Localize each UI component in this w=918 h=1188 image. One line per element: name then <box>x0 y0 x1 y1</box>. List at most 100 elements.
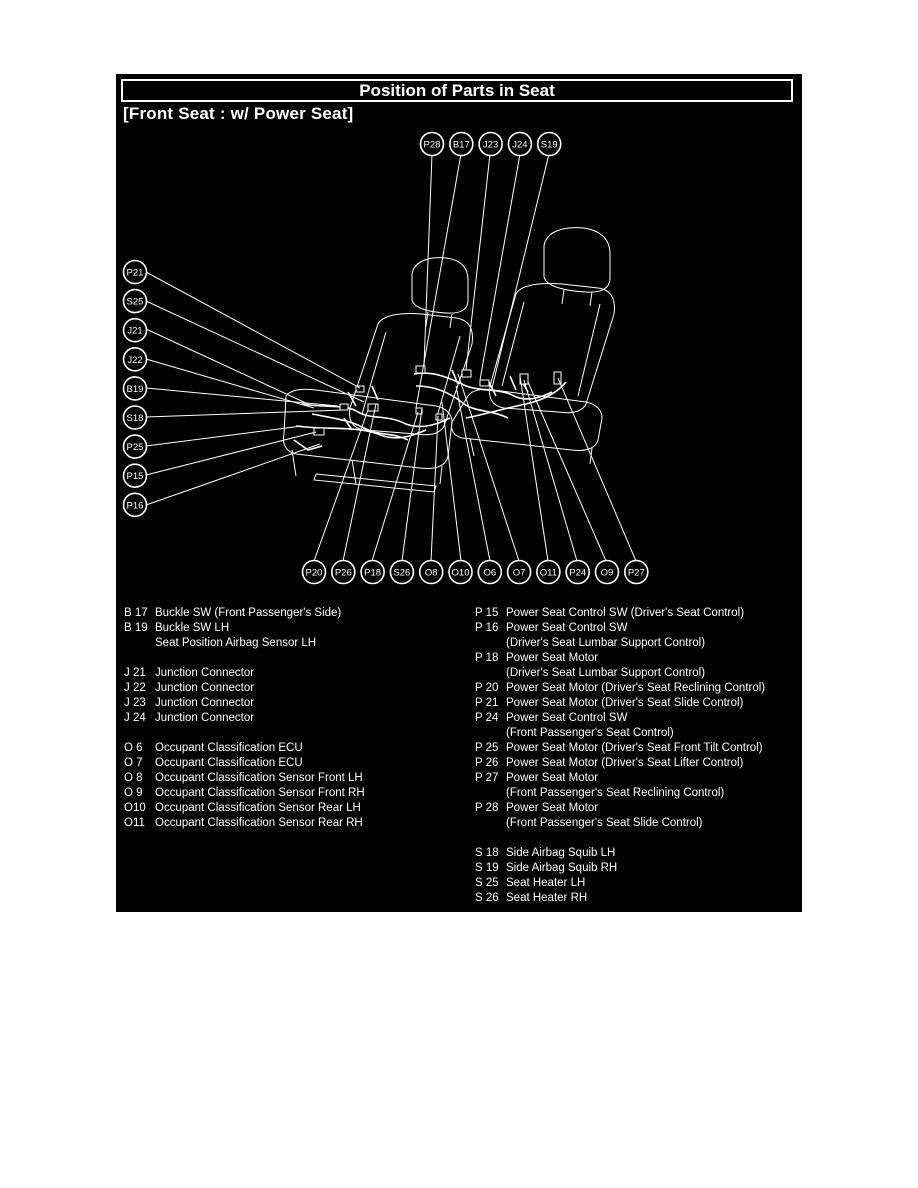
legend-description: (Driver's Seat Lumbar Support Control) <box>506 637 706 649</box>
legend-description: Power Seat Motor (Driver's Seat Reclinin… <box>506 682 766 694</box>
legend-code: O 8 <box>124 772 143 784</box>
callout-circle-p16 <box>122 492 148 518</box>
legend-row: P 18 Power Seat Motor <box>475 651 765 666</box>
legend-code: P 27 <box>475 772 499 784</box>
legend-row: S 25 Seat Heater LH <box>475 876 765 891</box>
legend-code <box>475 666 506 681</box>
legend-spacer <box>124 726 365 741</box>
callout-circle-o10 <box>448 559 473 585</box>
legend-description: Occupant Classification Sensor Rear RH <box>155 817 363 829</box>
callout-label-j21: J21 <box>127 326 142 337</box>
legend-code: J 24 <box>124 712 146 724</box>
callout-circle-o7 <box>506 559 532 585</box>
legend-row: (Front Passenger's Seat Control) <box>475 726 765 741</box>
callout-label-j23: J23 <box>483 140 498 151</box>
legend-code: J 23 <box>124 697 146 709</box>
legend-description: (Driver's Seat Lumbar Support Control) <box>506 667 706 679</box>
legend-row: (Driver's Seat Lumbar Support Control) <box>475 636 765 651</box>
callout-label-s25: S25 <box>127 297 144 308</box>
page-subtitle: [Front Seat : w/ Power Seat] <box>123 104 354 123</box>
legend-description: (Front Passenger's Seat Slide Control) <box>506 817 703 829</box>
legend-description: Occupant Classification ECU <box>155 757 303 769</box>
callout-label-p26: P26 <box>335 568 352 579</box>
callout-circle-p27 <box>623 559 649 585</box>
legend-description: Junction Connector <box>155 682 255 694</box>
right-headrest <box>543 227 611 293</box>
legend-row: B 19 Buckle SW LH <box>124 621 365 636</box>
legend-description: Occupant Classification Sensor Front RH <box>155 787 365 799</box>
legend-code: S 19 <box>475 862 499 874</box>
callout-label-o11: O11 <box>540 568 557 579</box>
callout-label-s18: S18 <box>127 413 144 424</box>
left-cushion <box>283 388 453 469</box>
legend-code: O 7 <box>124 757 143 769</box>
callout-circle-p18 <box>360 559 385 585</box>
leader-lines <box>145 153 637 562</box>
legend-description: Power Seat Motor <box>506 802 599 814</box>
callout-label-j24: J24 <box>512 140 527 151</box>
callout-circle-o9 <box>594 559 620 585</box>
legend-code: B 19 <box>124 622 148 634</box>
legend-row: Seat Position Airbag Sensor LH <box>124 636 365 651</box>
legend-description: (Front Passenger's Seat Reclining Contro… <box>506 787 725 799</box>
legend-description: Power Seat Control SW <box>506 622 628 634</box>
legend-spacer <box>124 651 365 666</box>
legend-code: P 18 <box>475 652 499 664</box>
legend-description: Power Seat Motor (Driver's Seat Front Ti… <box>506 742 763 754</box>
legend-description: Power Seat Motor <box>506 652 599 664</box>
callout-label-o9: O9 <box>601 568 614 579</box>
legend-description: (Front Passenger's Seat Control) <box>506 727 674 739</box>
callout-label-b17: B17 <box>453 140 470 151</box>
callout-circle-o6 <box>477 559 503 585</box>
legend-code: B 17 <box>124 607 148 619</box>
callout-label-o8: O8 <box>425 568 438 579</box>
legend-code: J 22 <box>124 682 146 694</box>
callout-label-p24: P24 <box>569 568 586 579</box>
callout-label-j22: J22 <box>127 355 142 366</box>
legend-code <box>475 786 506 801</box>
left-headrest <box>411 257 469 314</box>
legend-code <box>475 636 506 651</box>
callout-circle-j23 <box>478 131 503 157</box>
legend-description: Power Seat Control SW (Driver's Seat Con… <box>506 607 745 619</box>
left-seatback <box>349 313 473 436</box>
callout-label-p16: P16 <box>127 500 144 511</box>
callout-label-o6: O6 <box>483 568 496 579</box>
legend-description: Buckle SW LH <box>155 622 230 634</box>
callout-circle-p20 <box>301 559 327 585</box>
legend-description: Occupant Classification Sensor Front LH <box>155 772 363 784</box>
callout-label-p20: P20 <box>306 568 323 579</box>
callout-label-b19: B19 <box>127 384 144 395</box>
legend-row: (Front Passenger's Seat Reclining Contro… <box>475 786 765 801</box>
legend-code: P 24 <box>475 712 499 724</box>
legend-code: O 9 <box>124 787 143 799</box>
right-seatback <box>489 283 615 414</box>
callout-circle-p28 <box>419 131 445 157</box>
legend-code: P 28 <box>475 802 499 814</box>
callout-label-p15: P15 <box>127 471 144 482</box>
legend-code <box>124 636 155 651</box>
callout-circle-p15 <box>122 463 148 489</box>
legend-description: Occupant Classification ECU <box>155 742 303 754</box>
legend-row: S 19 Side Airbag Squib RH <box>475 861 765 876</box>
callout-circle-b17 <box>448 131 474 157</box>
legend-description: Side Airbag Squib RH <box>506 862 618 874</box>
legend-description: Seat Heater LH <box>506 877 586 889</box>
legend-code: S 25 <box>475 877 499 889</box>
callout-label-p27: P27 <box>628 568 645 579</box>
legend-row: O 8 Occupant Classification Sensor Front … <box>124 771 365 786</box>
legend-row: (Front Passenger's Seat Slide Control) <box>475 816 765 831</box>
